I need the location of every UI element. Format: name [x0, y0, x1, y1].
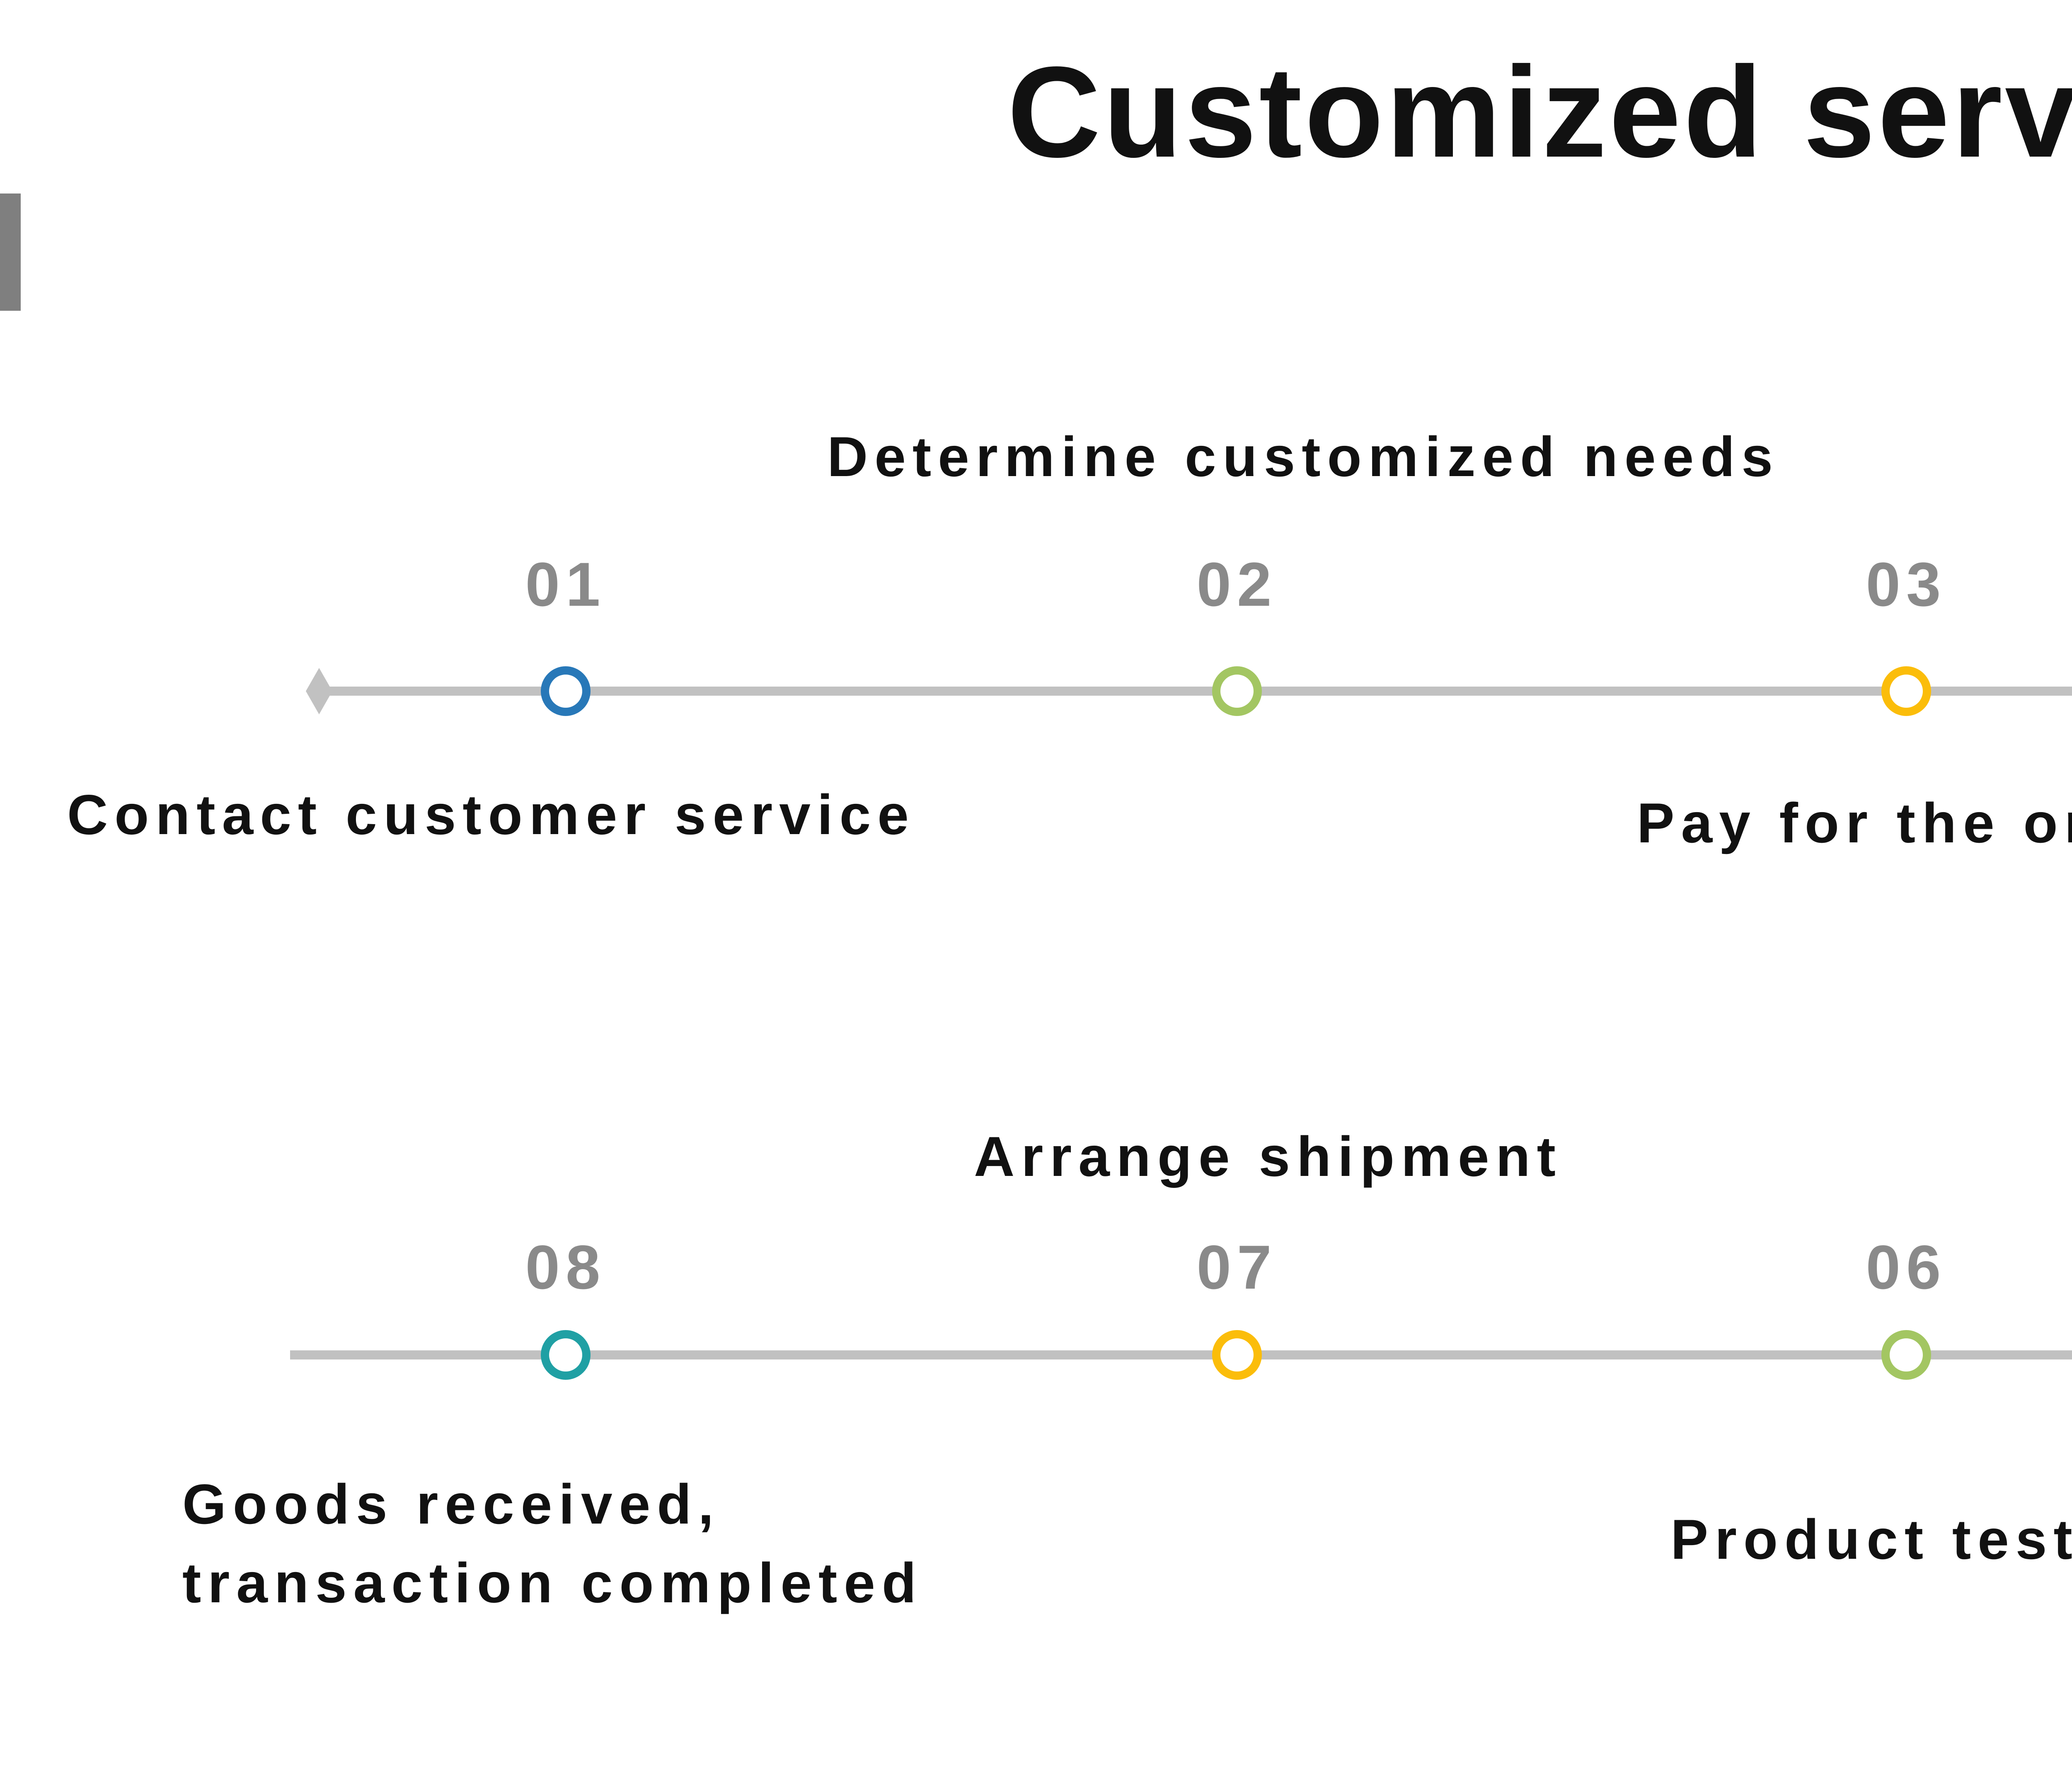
- step-02-number: 02: [1196, 549, 1278, 619]
- step-08-number: 08: [525, 1232, 606, 1302]
- step-06-node-icon: [1881, 1330, 1931, 1380]
- step-01-label: Contact customer service: [67, 783, 915, 846]
- step-03-node-icon: [1881, 666, 1931, 716]
- step-08-label: Goods received, transaction completed: [182, 1473, 923, 1614]
- step-07-number: 07: [1196, 1232, 1278, 1302]
- step-08-node-icon: [541, 1330, 591, 1380]
- timeline-start-diamond-icon: [306, 668, 332, 714]
- step-01-node-icon: [541, 666, 591, 716]
- left-accent-bar: [0, 194, 21, 311]
- step-02-node-icon: [1212, 666, 1262, 716]
- step-06-number: 06: [1866, 1232, 1947, 1302]
- step-07-label: Arrange shipment: [974, 1125, 1562, 1188]
- step-02-label: Determine customized needs: [827, 425, 1779, 488]
- step-01-number: 01: [525, 549, 606, 619]
- step-03-number: 03: [1866, 549, 1947, 619]
- step-03-label: Pay for the order: [1636, 791, 2072, 854]
- step-07-node-icon: [1212, 1330, 1262, 1380]
- step-06-label: Product testing: [1670, 1508, 2072, 1571]
- page-title: Customized service: [1007, 40, 2072, 184]
